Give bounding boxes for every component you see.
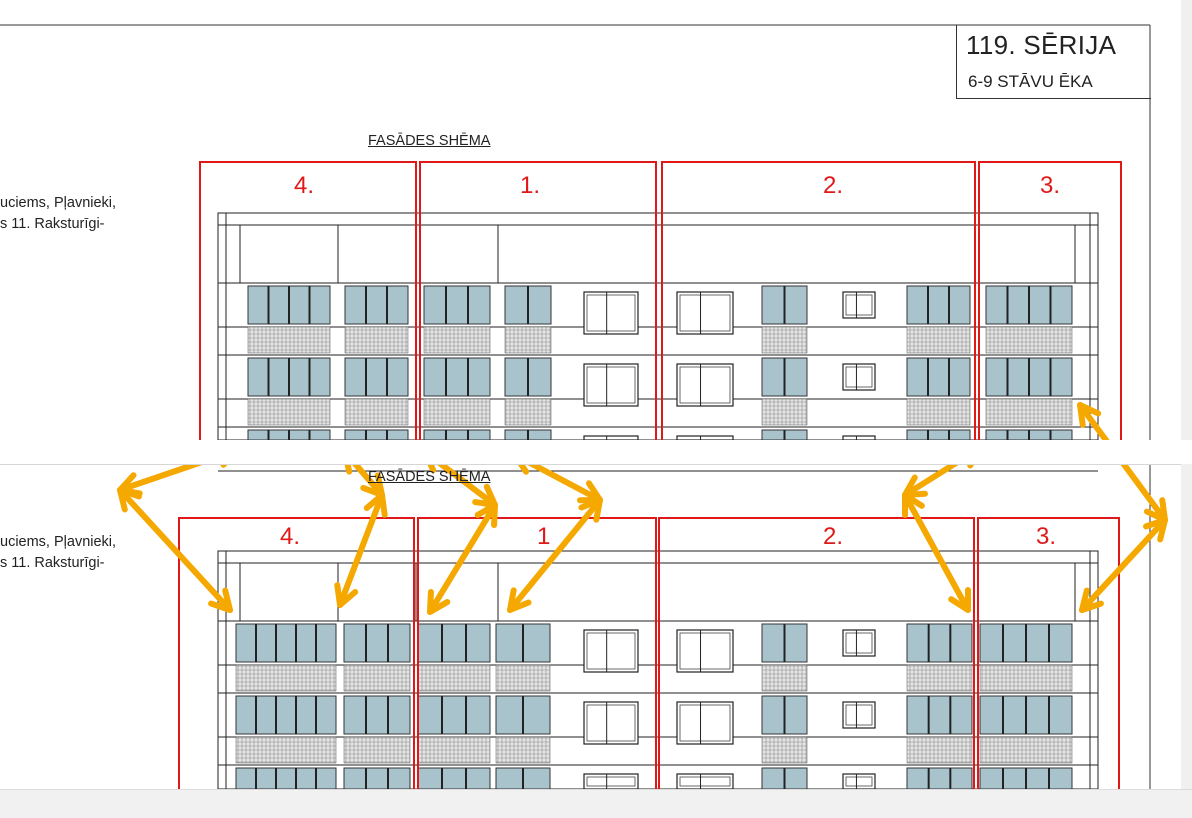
balcony-parapet — [906, 398, 971, 426]
double-headed-arrow-icon — [507, 497, 603, 613]
glazed-balcony — [235, 695, 337, 735]
double-headed-arrow-icon — [427, 502, 498, 615]
balcony-parapet — [344, 326, 409, 354]
section-number: 1. — [520, 172, 541, 199]
balcony-parapet — [247, 398, 331, 426]
section-number: 4. — [294, 172, 315, 199]
status-bar — [0, 789, 1192, 818]
panel-divider — [0, 440, 1181, 465]
section-number: 2. — [823, 523, 844, 550]
window — [676, 773, 734, 790]
double-headed-arrow-icon — [117, 487, 233, 613]
balcony-parapet — [495, 664, 551, 692]
double-headed-arrow-icon — [334, 492, 388, 608]
balcony-parapet — [761, 398, 808, 426]
window — [842, 291, 876, 319]
window — [676, 363, 734, 407]
window — [583, 701, 639, 745]
balcony-parapet — [985, 398, 1073, 426]
balcony-parapet — [417, 664, 491, 692]
balcony-parapet — [906, 664, 973, 692]
window — [842, 701, 876, 729]
section-number: 1 — [537, 523, 551, 550]
balcony-parapet — [985, 326, 1073, 354]
balcony-parapet — [247, 326, 331, 354]
side-text-line: s 11. Raksturīgi- — [0, 216, 105, 232]
balcony-parapet — [343, 664, 411, 692]
glazed-balcony — [423, 357, 491, 397]
glazed-balcony — [344, 285, 409, 325]
glazed-balcony — [906, 285, 971, 325]
balcony-parapet — [761, 664, 808, 692]
window — [583, 773, 639, 790]
facade-scheme-label: FASĀDES SHĒMA — [368, 469, 491, 485]
balcony-parapet — [979, 664, 1073, 692]
glazed-balcony — [423, 285, 491, 325]
balcony-parapet — [235, 664, 337, 692]
window — [842, 363, 876, 391]
balcony-parapet — [979, 736, 1073, 764]
glazed-balcony — [906, 429, 971, 441]
balcony-parapet — [761, 326, 808, 354]
balcony-parapet — [423, 398, 491, 426]
side-text-line: uciems, Pļavnieki, — [0, 534, 117, 550]
glazed-balcony — [343, 695, 411, 735]
balcony-parapet — [761, 736, 808, 764]
balcony-parapet — [423, 326, 491, 354]
scrollbar[interactable] — [1181, 0, 1192, 440]
window — [676, 629, 734, 673]
title-block — [956, 25, 1151, 99]
glazed-balcony — [343, 623, 411, 663]
series-title: 119. SĒRIJA — [966, 30, 1117, 60]
scrollbar[interactable] — [1181, 464, 1192, 789]
series-subtitle: 6-9 STĀVU ĒKA — [968, 72, 1093, 91]
side-text-line: uciems, Pļavnieki, — [0, 195, 117, 211]
double-headed-arrow-icon — [1079, 517, 1168, 613]
balcony-parapet — [504, 326, 552, 354]
glazed-balcony — [906, 623, 973, 663]
balcony-parapet — [235, 736, 337, 764]
glazed-balcony — [906, 695, 973, 735]
glazed-balcony — [417, 695, 491, 735]
glazed-balcony — [235, 623, 337, 663]
glazed-balcony — [235, 767, 337, 790]
balcony-parapet — [344, 398, 409, 426]
balcony-parapet — [343, 736, 411, 764]
section-number: 3. — [1040, 172, 1061, 199]
balcony-parapet — [495, 736, 551, 764]
balcony-parapet — [504, 398, 552, 426]
balcony-parapet — [906, 326, 971, 354]
window — [676, 291, 734, 335]
glazed-balcony — [343, 767, 411, 790]
window — [583, 291, 639, 335]
window — [583, 629, 639, 673]
glazed-balcony — [344, 429, 409, 441]
side-text-line: s 11. Raksturīgi- — [0, 555, 105, 571]
glazed-balcony — [906, 767, 973, 790]
glazed-balcony — [417, 623, 491, 663]
glazed-balcony — [423, 429, 491, 441]
double-headed-arrow-icon — [902, 492, 971, 613]
window — [676, 701, 734, 745]
glazed-balcony — [344, 357, 409, 397]
glazed-balcony — [417, 767, 491, 790]
section-number: 4. — [280, 523, 301, 550]
window — [842, 629, 876, 657]
facade-scheme-label: FASĀDES SHĒMA — [368, 133, 491, 149]
balcony-parapet — [906, 736, 973, 764]
glazed-balcony — [906, 357, 971, 397]
balcony-parapet — [417, 736, 491, 764]
section-number: 2. — [823, 172, 844, 199]
section-number: 3. — [1036, 523, 1057, 550]
window — [842, 773, 876, 790]
window — [583, 363, 639, 407]
